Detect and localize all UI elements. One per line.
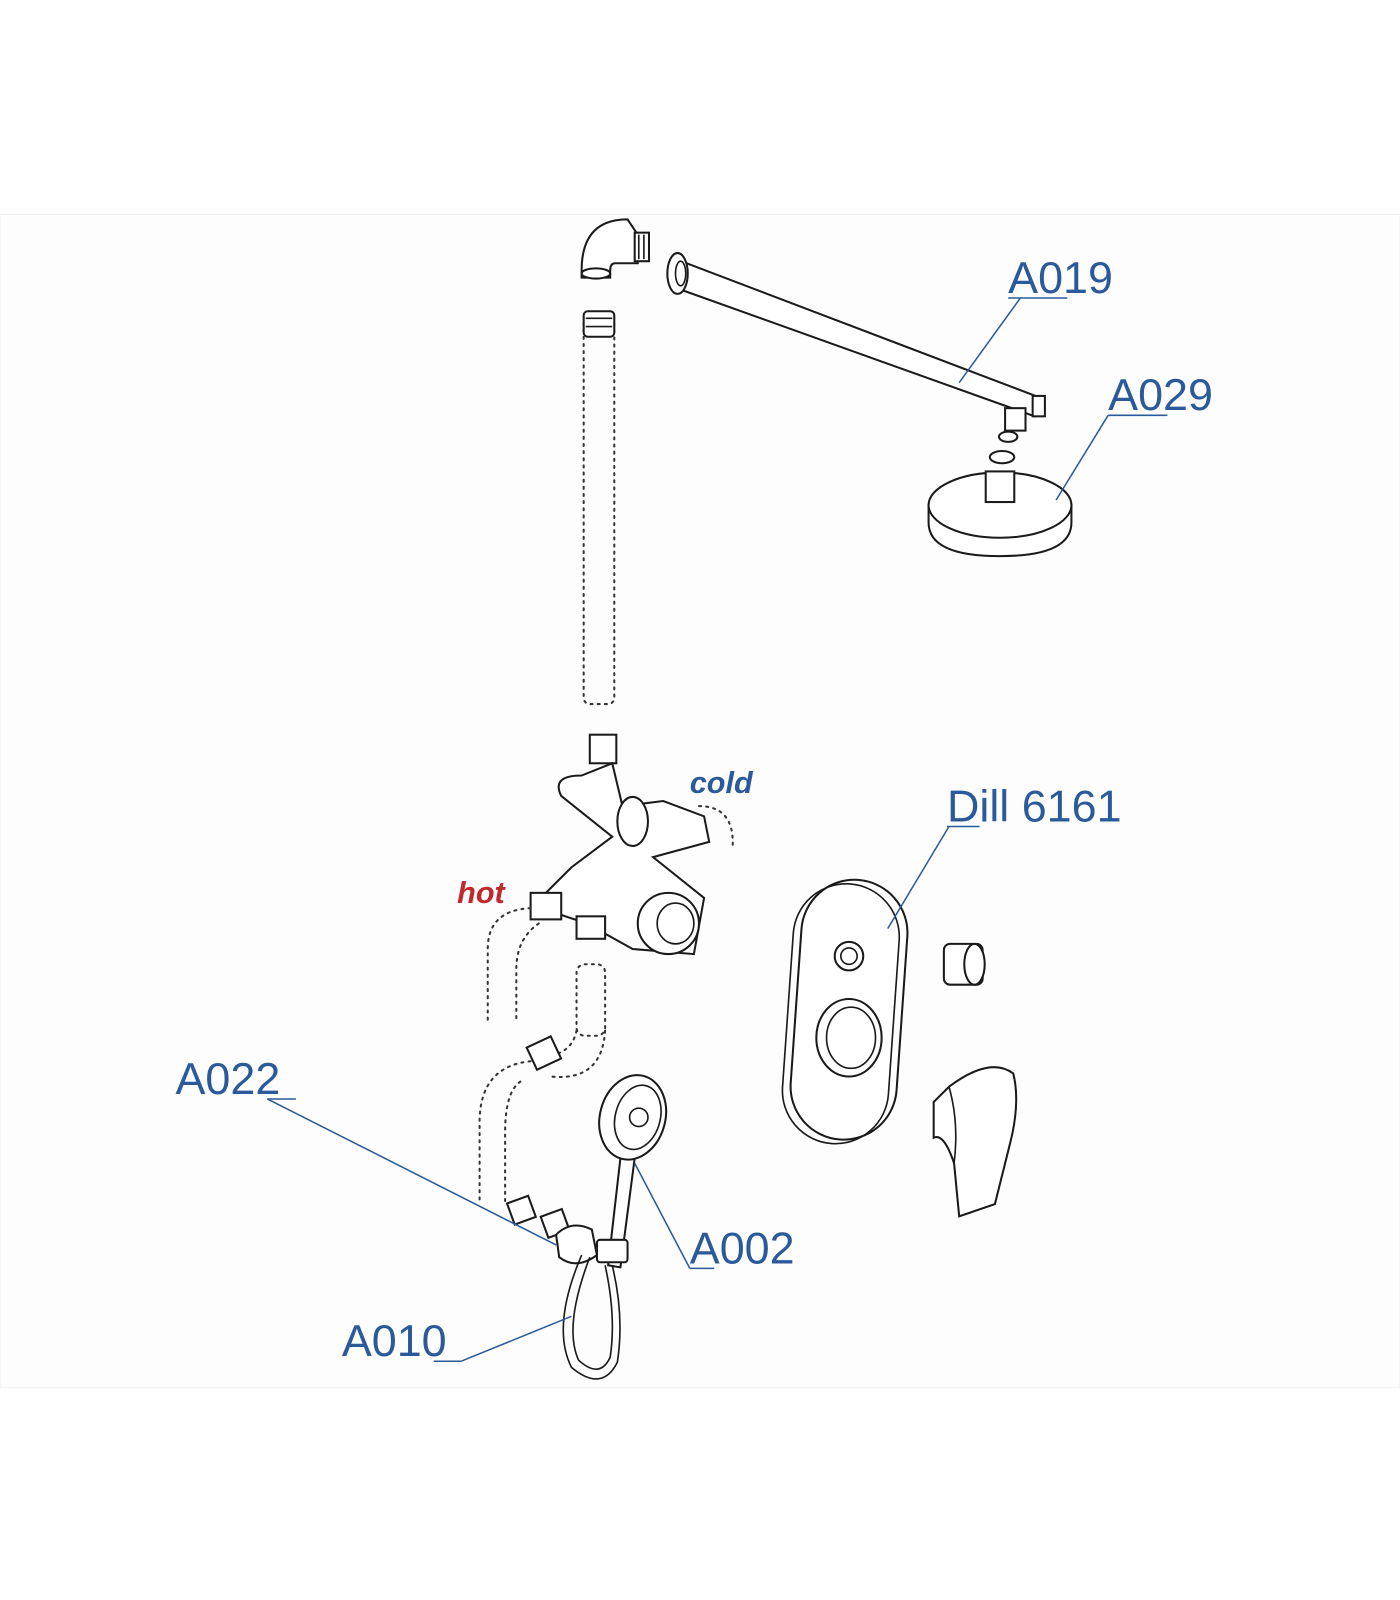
label-dill-6161: Dill 6161 bbox=[947, 780, 1122, 831]
elbow-fitting bbox=[580, 218, 650, 280]
label-hot: hot bbox=[457, 876, 506, 910]
cover-plate bbox=[781, 878, 909, 1145]
label-a002: A002 bbox=[690, 1222, 795, 1273]
connector-pipe bbox=[478, 963, 607, 1206]
shower-head bbox=[927, 430, 1073, 558]
label-a022: A022 bbox=[176, 1053, 281, 1104]
mixer-lever bbox=[932, 1066, 1018, 1218]
wall-outlet bbox=[505, 1194, 599, 1265]
mixer-body bbox=[486, 733, 734, 1022]
label-a029: A029 bbox=[1108, 369, 1213, 420]
label-a019: A019 bbox=[1008, 252, 1113, 303]
label-a010: A010 bbox=[342, 1315, 447, 1366]
shower-hose bbox=[562, 1254, 621, 1380]
cartridge-cap bbox=[942, 942, 986, 986]
shower-arm bbox=[666, 252, 1046, 432]
label-cold: cold bbox=[690, 766, 754, 800]
hand-shower bbox=[595, 1074, 668, 1269]
riser-pipe bbox=[582, 310, 616, 706]
leader-lines bbox=[267, 297, 1168, 1362]
drawing-area bbox=[0, 213, 1400, 1389]
